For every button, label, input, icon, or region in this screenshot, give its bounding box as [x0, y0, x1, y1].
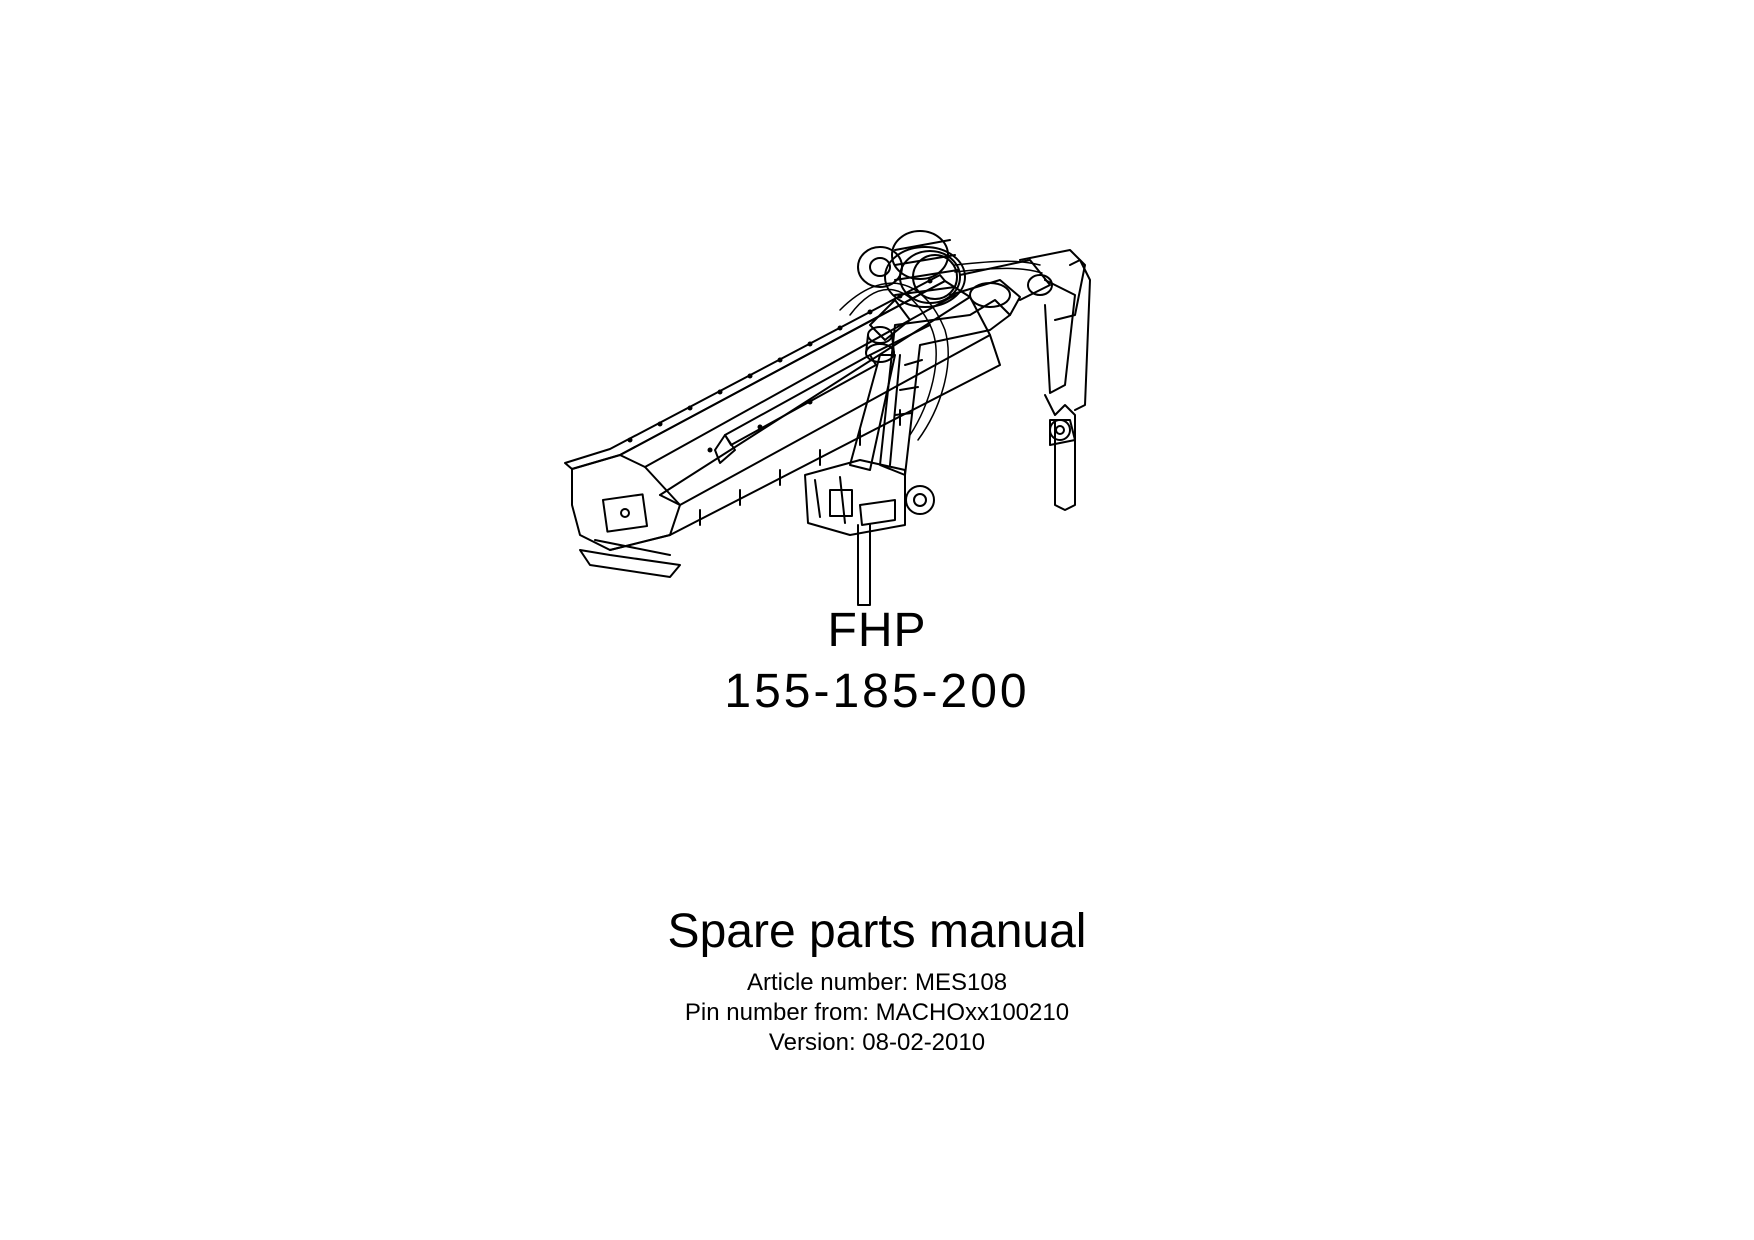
version: Version: 08-02-2010 — [768, 1029, 986, 1056]
model-name: FHP — [827, 604, 927, 657]
manual-title: Spare parts manual — [667, 905, 1087, 958]
pin-number: Pin number from: MACHOxx100210 — [684, 999, 1070, 1026]
model-sizes: 155-185-200 — [724, 665, 1030, 718]
flail-mower-illustration — [564, 230, 1091, 606]
article-number: Article number: MES108 — [746, 969, 1008, 996]
